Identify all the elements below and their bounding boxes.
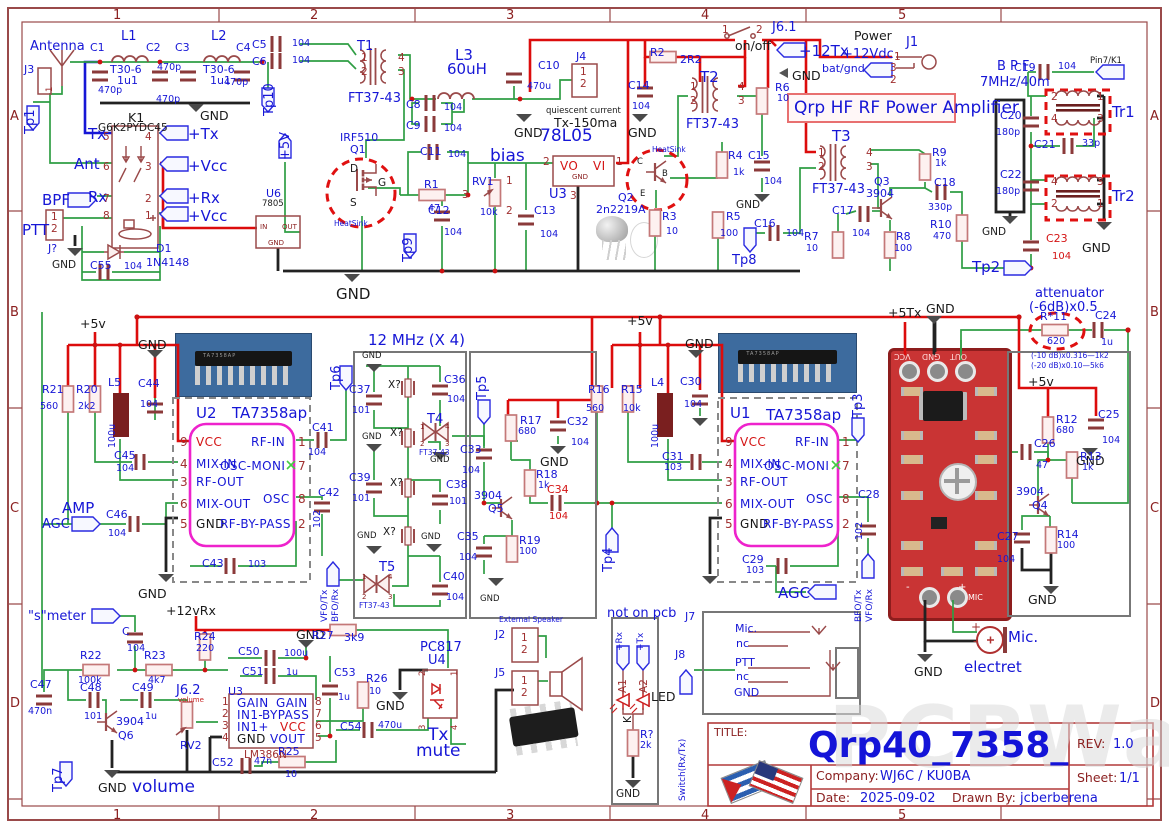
drawnby-label: Drawn By: (952, 790, 1016, 805)
sheet-value: 1/1 (1119, 771, 1140, 786)
transistor-pinout-sketch (630, 222, 658, 258)
date-label: Date: (816, 790, 851, 805)
to39-transistor-photo (592, 214, 634, 262)
pcb-pad-gnd (927, 361, 948, 382)
rev-label: REV: (1077, 736, 1106, 751)
pcb-sot-ic (931, 517, 947, 529)
pcb-soic8-ic (923, 391, 963, 421)
pcb-pad-out (955, 361, 976, 382)
pcbway-watermark: PCBWay (828, 688, 1169, 788)
rev-value: 1.0 (1113, 737, 1134, 752)
ic-body (194, 351, 293, 367)
mic-preamp-pcb-photo (888, 348, 1012, 621)
ic-pins (194, 366, 293, 385)
ta7358-photo-u1: TA7358AP (718, 333, 857, 393)
pcb-pad-vcc (899, 361, 920, 382)
company-label: Company: (816, 768, 879, 783)
ic-pins (738, 364, 837, 382)
title-label: TITLE: (714, 726, 748, 739)
company-value: WJ6C / KU0BA (880, 769, 971, 784)
drawnby-value: jcberberena (1020, 791, 1098, 806)
ic-body (738, 350, 837, 365)
cuba-usa-flags (716, 760, 808, 804)
pcb-trimmer (939, 463, 977, 501)
schematic-title: Qrp40_7358_ (808, 725, 1069, 766)
date-value: 2025-09-02 (860, 791, 936, 806)
ta7358-photo-u2: TA7358AP (175, 333, 312, 397)
sheet-label: Sheet: (1077, 770, 1118, 785)
